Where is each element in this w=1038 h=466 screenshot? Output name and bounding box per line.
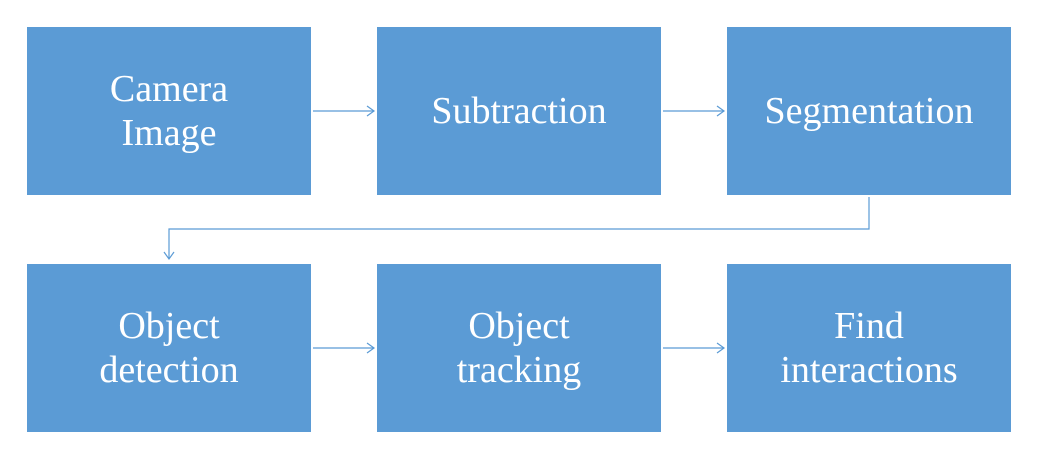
arrow-segmentation-to-detection (168, 197, 870, 259)
arrowhead-detection-to-tracking (366, 342, 376, 354)
node-segmentation: Segmentation (727, 27, 1011, 195)
node-object-detection: Object detection (27, 264, 311, 432)
arrowhead-subtraction-to-segmentation (716, 105, 726, 117)
arrowhead-segmentation-to-detection (163, 251, 175, 261)
arrowhead-tracking-to-interactions (716, 342, 726, 354)
node-object-tracking: Object tracking (377, 264, 661, 432)
node-find-interactions: Find interactions (727, 264, 1011, 432)
node-camera-image-label: Camera Image (109, 68, 229, 154)
node-find-interactions-label: Find interactions (780, 305, 958, 391)
node-object-detection-label: Object detection (99, 305, 239, 391)
node-camera-image: Camera Image (27, 27, 311, 195)
node-subtraction-label: Subtraction (431, 90, 607, 132)
node-subtraction: Subtraction (377, 27, 661, 195)
node-object-tracking-label: Object tracking (456, 305, 582, 391)
node-segmentation-label: Segmentation (764, 90, 974, 132)
arrowhead-camera-to-subtraction (366, 105, 376, 117)
